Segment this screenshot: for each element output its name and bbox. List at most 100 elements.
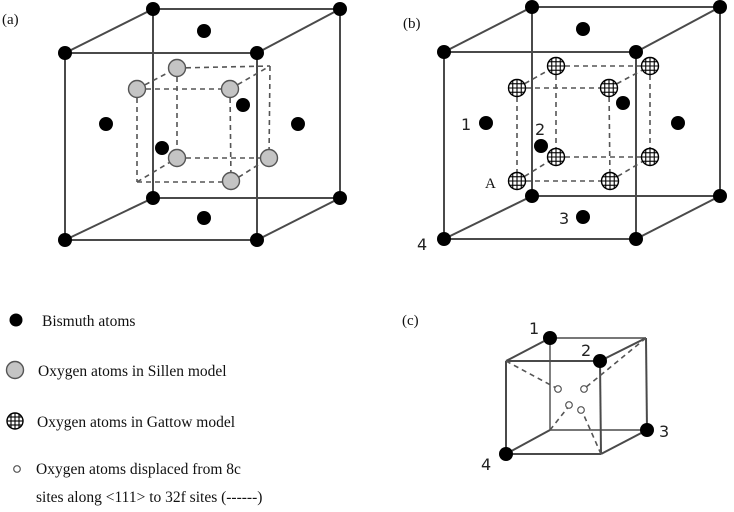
- panel-b-bismuth-atoms: [437, 0, 727, 246]
- displaced-oxygen-atom: [554, 385, 562, 393]
- bismuth-atom: [671, 116, 685, 130]
- cube-edge: [599, 360, 602, 455]
- bismuth-atom: [58, 46, 72, 60]
- gattow-oxygen-atom: [640, 56, 660, 76]
- bismuth-atom: [291, 117, 305, 131]
- bismuth-atom: [250, 46, 264, 60]
- panel-a-oxygen-subcube: [136, 65, 271, 183]
- bismuth-atom: [616, 96, 630, 110]
- legend-item-gattow: Oxygen atoms in Gattow model: [6, 412, 235, 431]
- panel-c-displaced-oxygen-atoms: [554, 385, 588, 414]
- cube-edge: [443, 195, 533, 240]
- cube-edge: [635, 6, 721, 53]
- legend-text: Oxygen atoms in Sillen model: [38, 363, 227, 380]
- panel-b: (b): [403, 0, 727, 254]
- bismuth-atom: [593, 354, 607, 368]
- bismuth-atom-icon: [9, 313, 23, 327]
- bismuth-atom: [525, 0, 539, 14]
- bismuth-atom: [333, 191, 347, 205]
- subcube-edge: [229, 65, 271, 90]
- subcube-edge: [608, 87, 611, 182]
- cube-edge: [635, 195, 721, 240]
- bismuth-atom: [525, 189, 539, 203]
- gattow-oxygen-atom: [546, 56, 566, 76]
- gattow-oxygen-atom: [546, 147, 566, 167]
- bismuth-atom: [333, 2, 347, 16]
- panel-b-gattow-oxygen-atoms: [507, 56, 660, 191]
- displacement-path: [505, 360, 559, 390]
- site-label-1: 1: [529, 319, 539, 338]
- bismuth-atom: [437, 45, 451, 59]
- cube-edge: [256, 197, 341, 241]
- displaced-oxygen-atom: [577, 406, 585, 414]
- sillen-oxygen-atom: [167, 148, 187, 168]
- sillen-oxygen-atom: [259, 148, 279, 168]
- cube-edge: [443, 6, 533, 53]
- panel-b-label: (b): [403, 16, 421, 32]
- bismuth-atom: [197, 24, 211, 38]
- bismuth-atom: [543, 331, 557, 345]
- sillen-oxygen-icon: [5, 360, 25, 380]
- gattow-oxygen-icon: [6, 412, 24, 430]
- bismuth-atom: [534, 139, 548, 153]
- legend-item-displaced: Oxygen atoms displaced from 8c sites alo…: [13, 461, 262, 506]
- bismuth-atom: [146, 191, 160, 205]
- cube-edge: [256, 8, 341, 54]
- panel-b-unit-cube: [443, 6, 721, 240]
- panel-a-sillen-oxygen-atoms: [127, 58, 279, 191]
- panel-c-bismuth-atoms: [499, 331, 654, 461]
- legend-item-sillen: Oxygen atoms in Sillen model: [5, 360, 227, 380]
- subcube-edge: [176, 65, 271, 69]
- displaced-oxygen-atom: [580, 385, 588, 393]
- sillen-oxygen-atom: [221, 171, 241, 191]
- panel-c: (c): [402, 313, 669, 474]
- site-label-1: 1: [461, 115, 471, 134]
- bismuth-atom: [479, 116, 493, 130]
- cube-edge: [505, 429, 551, 455]
- legend-text: Bismuth atoms: [42, 313, 135, 330]
- legend-text: Oxygen atoms in Gattow model: [37, 414, 235, 431]
- displacement-path: [584, 337, 647, 389]
- sillen-oxygen-atom: [127, 79, 147, 99]
- cube-edge: [505, 337, 551, 362]
- panel-a-unit-cube: [64, 8, 341, 241]
- site-label-2: 2: [535, 120, 545, 139]
- bismuth-atom: [713, 189, 727, 203]
- bismuth-atom: [640, 423, 654, 437]
- panel-c-cube: [505, 337, 648, 455]
- panel-a-label: (a): [2, 12, 19, 28]
- bismuth-atom: [250, 233, 264, 247]
- bismuth-atom: [146, 2, 160, 16]
- legend-text-line2: sites along <111> to 32f sites (------): [36, 489, 262, 506]
- bismuth-atom: [629, 45, 643, 59]
- panel-a-bismuth-atoms: [58, 2, 347, 247]
- gattow-oxygen-atom: [507, 171, 527, 191]
- displacement-path: [549, 405, 570, 431]
- cube-edge: [64, 197, 154, 241]
- gattow-oxygen-atom: [640, 147, 660, 167]
- bismuth-atom: [99, 117, 113, 131]
- cube-edge: [599, 337, 647, 362]
- bismuth-atom: [437, 232, 451, 246]
- site-label-3: 3: [559, 209, 569, 228]
- sillen-oxygen-atom: [220, 79, 240, 99]
- site-label-4: 4: [417, 235, 427, 254]
- bismuth-atom: [197, 211, 211, 225]
- bismuth-atom: [713, 0, 727, 14]
- sillen-oxygen-atom: [167, 58, 187, 78]
- site-label-a: A: [485, 176, 496, 192]
- subcube-edge: [229, 88, 232, 183]
- panel-c-label: (c): [402, 313, 419, 329]
- bismuth-atom: [576, 22, 590, 36]
- subcube-edge: [268, 65, 271, 159]
- site-label-4: 4: [481, 455, 491, 474]
- panel-a: (a): [2, 2, 347, 247]
- site-label-3: 3: [659, 422, 669, 441]
- bismuth-atom: [499, 447, 513, 461]
- bismuth-atom: [576, 210, 590, 224]
- legend-item-bismuth: Bismuth atoms: [9, 313, 135, 330]
- legend-text-line1: Oxygen atoms displaced from 8c: [36, 461, 241, 478]
- displacement-path: [581, 410, 602, 455]
- gattow-oxygen-atom: [507, 78, 527, 98]
